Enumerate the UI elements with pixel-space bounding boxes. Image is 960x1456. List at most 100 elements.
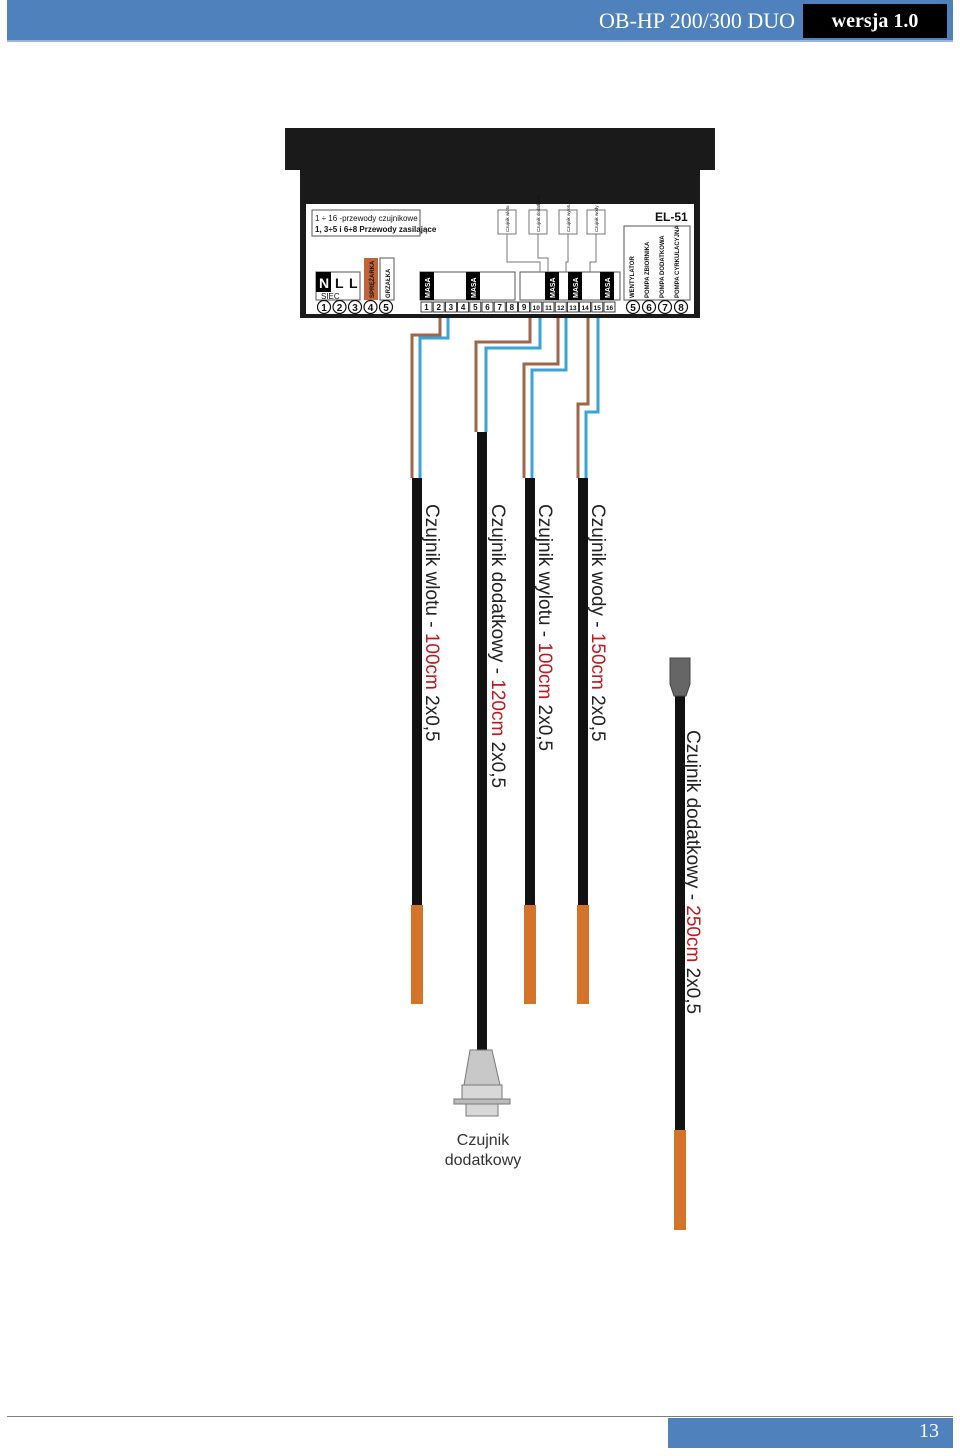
sensor-label: Czujnik dodatkowy - 250cm 2x0,5 <box>682 730 703 1014</box>
legend-line-2: 1, 3÷5 i 6÷8 Przewody zasilające <box>315 225 437 234</box>
sensor-terminal-number: 16 <box>606 305 614 312</box>
output-labels: WENTYLATOR POMPA ZBIORNIKA POMPA DODATKOWA… <box>630 225 681 298</box>
sensor-terminal <box>603 301 616 313</box>
sensor-terminal-number: 2 <box>436 303 441 312</box>
sensor-length: 100cm <box>421 633 442 690</box>
power-terminal-number: 2 <box>337 303 343 314</box>
sensor-tag-label: Czujnik wlotu <box>505 205 510 232</box>
power-terminal <box>347 299 363 315</box>
sensor-terminal-number: 10 <box>533 305 541 312</box>
sensor-spec: 2x0,5 <box>534 699 555 751</box>
output-terminal <box>625 299 641 315</box>
cable <box>412 478 422 905</box>
sensor-spec: 2x0,5 <box>682 962 703 1014</box>
output-terminal <box>673 299 689 315</box>
sensor-terminal <box>505 301 518 313</box>
sensor-terminal-number: 7 <box>497 303 502 312</box>
sensor-terminal <box>530 301 543 313</box>
plug-connector <box>453 1049 511 1117</box>
power-terminal <box>316 299 332 315</box>
sensor-label: Czujnik wlotu - 100cm 2x0,5 <box>421 504 442 742</box>
sensor-terminal-number: 1 <box>424 303 429 312</box>
sensor-spec: 2x0,5 <box>487 736 508 788</box>
sensor-terminal <box>481 301 494 313</box>
footer-rule <box>7 1416 953 1417</box>
cable <box>525 478 535 905</box>
masa-label-5: MASA <box>605 277 612 298</box>
output-terminal <box>657 299 673 315</box>
power-terminal <box>332 299 347 315</box>
output-terminal-number: 6 <box>646 303 652 314</box>
sensor-terminal <box>420 301 433 313</box>
sensor-probe <box>411 905 423 1004</box>
power-terminal <box>378 299 394 315</box>
legend-line-1: 1 ÷ 16 -przewody czujnikowe <box>315 214 418 223</box>
sensor-terminal-number: 13 <box>569 305 577 312</box>
sensor-tag-group: Czujnik wlotu Czujnik dodatkowy Czujnik wy… <box>497 194 606 235</box>
page-number: 13 <box>919 1420 939 1442</box>
sensor-terminal <box>591 301 604 313</box>
sensor-name: Czujnik wody - <box>587 504 608 633</box>
masa-label-1: MASA <box>425 277 432 298</box>
sensor-terminal <box>432 301 445 313</box>
sensor-terminal-number: 6 <box>485 303 490 312</box>
masa-label-3: MASA <box>550 277 557 298</box>
sensor-tag-label: Czujnik wylotu <box>566 203 571 232</box>
sensor-spec: 2x0,5 <box>587 690 608 742</box>
cable <box>675 696 685 1130</box>
wiring-diagram: 1 ÷ 16 -przewody czujnikowe 1, 3÷5 i 6÷8… <box>285 128 715 1230</box>
header-rule <box>7 40 953 42</box>
output-terminal-number: 5 <box>630 303 636 314</box>
sensor-probe <box>674 1130 686 1230</box>
sensor-probe <box>524 905 536 1004</box>
output-terminal-number: 8 <box>678 303 684 314</box>
sensor-terminal <box>518 301 530 313</box>
sensor-terminal-number: 8 <box>510 303 515 312</box>
sensor-terminal <box>493 301 506 313</box>
masa-label-2: MASA <box>471 277 478 298</box>
sensor-terminal-number: 15 <box>594 305 602 312</box>
sensor-terminal-number: 14 <box>581 305 589 312</box>
sensor-length: 150cm <box>587 633 608 690</box>
sensor-length: 250cm <box>682 905 703 962</box>
sensor-terminal-number: 4 <box>461 303 466 312</box>
output-label: POMPA CYRKULACYJNA <box>675 225 681 298</box>
sensor-length: 120cm <box>487 679 508 736</box>
sensor-terminal-number: 11 <box>545 305 552 312</box>
sensor-name: Czujnik wylotu - <box>534 504 555 642</box>
sensor-name: Czujnik dodatkowy - <box>682 730 703 905</box>
power-terminal <box>363 299 378 315</box>
sensor-terminal <box>457 301 470 313</box>
document-title: OB-HP 200/300 DUO <box>599 8 795 33</box>
controller-housing <box>285 128 715 170</box>
output-label: POMPA DODATKOWA <box>660 235 666 298</box>
power-terminal-number: 3 <box>352 303 358 314</box>
cable <box>578 478 588 905</box>
sensor-cap <box>669 657 691 697</box>
version-badge: wersja 1.0 <box>803 4 947 38</box>
sensor-terminal-number: 12 <box>557 305 565 312</box>
mains-l2: L <box>349 275 358 291</box>
sensor-probe <box>577 905 589 1004</box>
sensor-label: Czujnik dodatkowy - 120cm 2x0,5 <box>487 504 508 788</box>
sprezarka-label: SPRĘŻARKA <box>369 260 376 298</box>
output-label: POMPA ZBIORNIKA <box>645 241 651 298</box>
sensor-tag-label: Czujnik wody <box>594 205 599 232</box>
footer-bar: 13 <box>668 1418 953 1448</box>
sensor-spec: 2x0,5 <box>421 690 442 742</box>
output-terminal-number: 7 <box>662 303 668 314</box>
power-terminal-number: 5 <box>383 303 389 314</box>
sensor-terminal <box>444 301 457 313</box>
grzalka-label: GRZAŁKA <box>386 268 392 298</box>
masa-label-4: MASA <box>573 277 580 298</box>
sensor-terminal <box>567 301 579 313</box>
output-label: WENTYLATOR <box>630 256 636 298</box>
sensor-terminal-number: 9 <box>522 303 527 312</box>
sensor-terminal-number: 5 <box>473 303 478 312</box>
sensor-name: Czujnik wlotu - <box>421 504 442 633</box>
sensor-cables <box>411 432 686 1230</box>
sensor-tag-label: Czujnik dodatkowy <box>536 194 541 232</box>
